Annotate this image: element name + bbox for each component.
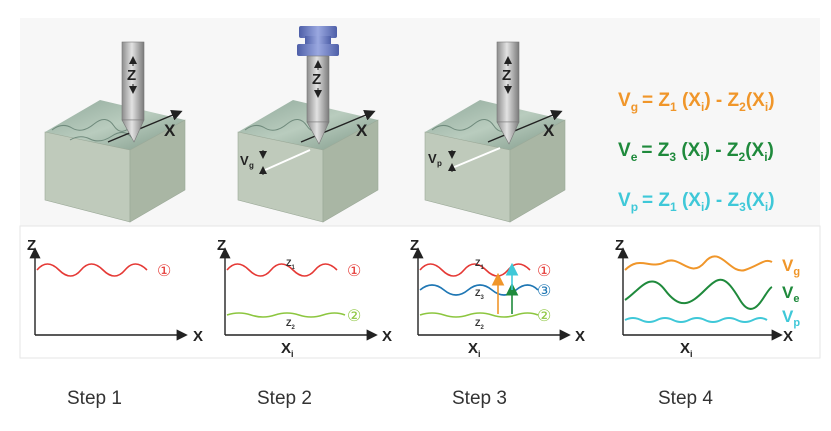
vg-label: V xyxy=(240,153,249,168)
probe2-z-label: Z xyxy=(312,71,321,88)
graph4-z-axis-label: Z xyxy=(615,237,624,254)
svg-text:Ve= Z3 (Xi) - Z2(Xi): Ve= Z3 (Xi) - Z2(Xi) xyxy=(618,140,774,164)
svg-text:Z3: Z3 xyxy=(475,288,485,301)
equation-ve: Ve= Z3 (Xi) - Z2(Xi) xyxy=(618,140,774,164)
probe-step2: Z xyxy=(297,26,339,145)
graph-step4: Z X Vg Ve Vp Xi xyxy=(615,237,800,359)
vp-sub: p xyxy=(437,159,442,168)
marker-2: ② xyxy=(347,308,361,325)
graph4-x-axis-label: X xyxy=(783,328,793,345)
graph-step1: Z X ① xyxy=(27,237,203,345)
graph-step3: Z X ① ③ ② Z1 Z3 Z2 Xi xyxy=(410,237,585,359)
block-step3: X V p xyxy=(424,100,566,223)
step-3-label: Step 3 xyxy=(452,388,507,409)
probe-step3: Z xyxy=(496,41,520,145)
graph4-xi-label: Xi xyxy=(680,340,693,359)
equation-vg: Vg= Z1 (Xi) - Z2(Xi) xyxy=(618,90,775,114)
block-step1: X xyxy=(44,100,186,223)
marker-1: ① xyxy=(537,263,551,280)
curve-2 xyxy=(226,312,346,318)
svg-text:Z2: Z2 xyxy=(286,318,296,331)
svg-text:Vp= Z1 (Xi) - Z3(Xi): Vp= Z1 (Xi) - Z3(Xi) xyxy=(618,190,775,214)
step-4-label: Step 4 xyxy=(658,388,713,409)
block3-x-label: X xyxy=(543,121,555,140)
step-1-label: Step 1 xyxy=(67,388,122,409)
marker-1: ① xyxy=(157,263,171,280)
marker-2: ② xyxy=(537,308,551,325)
graph1-z-axis-label: Z xyxy=(27,237,36,254)
curve-2 xyxy=(419,312,539,318)
probe-step1: Z xyxy=(121,41,145,143)
vg-sub: g xyxy=(249,161,254,170)
probe3-z-label: Z xyxy=(502,67,511,84)
svg-text:Z1: Z1 xyxy=(286,258,296,271)
svg-text:Z2: Z2 xyxy=(475,318,485,331)
graph3-xi-label: Xi xyxy=(468,340,481,359)
graph3-x-axis-label: X xyxy=(575,328,585,345)
bottom-panel xyxy=(19,225,821,359)
graph-step2: Z X ① ② Z1 Z2 Xi xyxy=(217,237,392,359)
marker-3: ③ xyxy=(537,283,551,300)
curve-1 xyxy=(36,263,148,277)
svg-text:Z1: Z1 xyxy=(475,258,485,271)
curve-vg xyxy=(624,255,773,272)
vp-label: V xyxy=(428,151,437,166)
block2-x-label: X xyxy=(356,121,368,140)
svg-text:Vg= Z1 (Xi) - Z2(Xi): Vg= Z1 (Xi) - Z2(Xi) xyxy=(618,90,775,114)
graph2-x-axis-label: X xyxy=(382,328,392,345)
graph2-xi-label: Xi xyxy=(281,340,294,359)
series-label-ve: Ve xyxy=(782,283,799,305)
graph1-x-axis-label: X xyxy=(193,328,203,345)
series-label-vp: Vp xyxy=(782,307,800,329)
curve-ve xyxy=(624,278,773,310)
graph3-z-axis-label: Z xyxy=(410,237,419,254)
step-2-label: Step 2 xyxy=(257,388,312,409)
block-step2: X V g xyxy=(237,100,379,223)
series-label-vg: Vg xyxy=(782,256,800,278)
graph2-z-axis-label: Z xyxy=(217,237,226,254)
curve-1 xyxy=(226,263,338,277)
probe1-z-label: Z xyxy=(127,67,136,84)
equation-vp: Vp= Z1 (Xi) - Z3(Xi) xyxy=(618,190,775,214)
marker-1: ① xyxy=(347,263,361,280)
curve-vp xyxy=(624,317,768,323)
block1-x-label: X xyxy=(164,121,176,140)
